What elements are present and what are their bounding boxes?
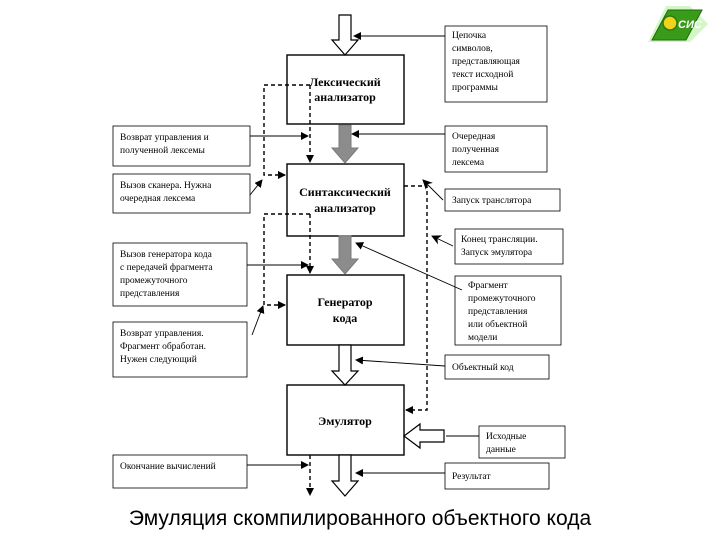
connector-fragment (355, 242, 463, 291)
hollow-arrow-result (330, 454, 360, 497)
block-lexer: Лексический анализатор (286, 54, 405, 125)
connector-end-translation (431, 235, 454, 247)
note-end-computation: Окончание вычислений (112, 454, 248, 489)
connector-object-code (355, 356, 446, 367)
dashed-loop-right (404, 185, 428, 414)
note-return-control-lexeme: Возврат управления и полученной лексемы (112, 125, 251, 167)
note-chain: Цепочка символов, представляющая текст и… (444, 25, 548, 103)
block-generator-line1: Генератор (317, 295, 372, 309)
note-return-control-lexeme-line1: Возврат управления и (120, 133, 209, 143)
note-start-translator: Запуск транслятора (444, 188, 561, 212)
note-end-translation: Конец трансляции. Запуск эмулятора (454, 228, 564, 265)
note-next-lexeme-line1: Очередная (452, 132, 496, 142)
note-fragment-line2: промежуточного (468, 294, 536, 304)
caption: Эмуляция скомпилированного объектного ко… (128, 507, 592, 530)
note-fragment-line4: или объектной (468, 319, 527, 330)
note-call-generator-line4: представления (120, 289, 180, 299)
note-fragment-line1: Фрагмент (468, 281, 509, 291)
note-next-lexeme-line3: лексема (452, 158, 485, 168)
note-call-generator: Вызов генератора кода с передачей фрагме… (112, 242, 248, 307)
note-call-scanner: Вызов сканера. Нужна очередная лексема (112, 173, 251, 214)
note-fragment-line3: представления (468, 307, 528, 317)
note-chain-line1: Цепочка (452, 31, 487, 41)
block-parser-line1: Синтаксический (299, 185, 391, 199)
note-next-lexeme-line2: полученная (452, 145, 500, 155)
block-parser: Синтаксический анализатор (286, 163, 405, 237)
note-end-translation-line2: Запуск эмулятора (461, 248, 533, 258)
note-result-line1: Результат (452, 472, 491, 482)
grey-arrow-lexeme (330, 124, 360, 164)
note-start-translator-line1: Запуск транслятора (452, 196, 532, 206)
logo-emblem (662, 15, 678, 31)
note-end-translation-line1: Конец трансляции. (461, 235, 538, 245)
note-call-generator-line3: промежуточного (120, 276, 188, 286)
block-parser-line2: анализатор (314, 201, 376, 215)
note-return-control-fragment-line1: Возврат управления. (120, 329, 204, 339)
connector-call-scanner (249, 179, 263, 196)
connector-start-translator (422, 179, 444, 201)
note-fragment-line5: модели (468, 333, 497, 343)
block-emulator: Эмулятор (286, 384, 405, 456)
note-chain-line3: представляющая (452, 57, 521, 67)
dashed-loop-lexer-parser (263, 84, 310, 179)
note-input-data: Исходные данные (478, 425, 566, 459)
block-generator-line2: кода (333, 311, 357, 325)
note-call-scanner-line1: Вызов сканера. Нужна (120, 181, 212, 191)
hollow-arrow-input-data (403, 422, 445, 450)
note-call-scanner-line2: очередная лексема (120, 194, 196, 204)
note-chain-line4: текст исходной (452, 69, 513, 80)
block-emulator-line1: Эмулятор (318, 414, 372, 428)
note-return-control-lexeme-line2: полученной лексемы (120, 145, 205, 156)
block-generator: Генератор кода (286, 274, 405, 346)
grey-arrow-fragment (330, 235, 360, 275)
note-result: Результат (444, 462, 550, 490)
note-end-computation-line1: Окончание вычислений (120, 461, 216, 472)
note-chain-line2: символов, (452, 44, 493, 54)
note-return-control-fragment-line2: Фрагмент обработан. (120, 341, 206, 352)
note-call-generator-line1: Вызов генератора кода (120, 250, 213, 260)
note-object-code-line1: Объектный код (452, 362, 514, 373)
hollow-arrow-input (330, 14, 360, 56)
note-object-code: Объектный код (444, 354, 550, 380)
note-next-lexeme: Очередная полученная лексема (444, 125, 548, 173)
connector-return-control-fragment (251, 305, 265, 336)
note-fragment: Фрагмент промежуточного представления ил… (454, 275, 562, 346)
block-lexer-line2: анализатор (314, 90, 376, 104)
note-return-control-fragment-line3: Нужен следующий (120, 354, 197, 365)
note-call-generator-line2: с передачей фрагмента (120, 262, 213, 273)
note-input-data-line2: данные (486, 445, 516, 455)
note-input-data-line1: Исходные (486, 432, 526, 442)
block-lexer-line1: Лексический (309, 75, 380, 89)
logo: СИС (648, 6, 708, 42)
note-chain-line5: программы (452, 83, 498, 93)
note-return-control-fragment: Возврат управления. Фрагмент обработан. … (112, 321, 248, 378)
hollow-arrow-object-code (330, 344, 360, 386)
logo-label: СИС (678, 19, 703, 31)
dashed-loop-parser-generator (263, 213, 310, 309)
